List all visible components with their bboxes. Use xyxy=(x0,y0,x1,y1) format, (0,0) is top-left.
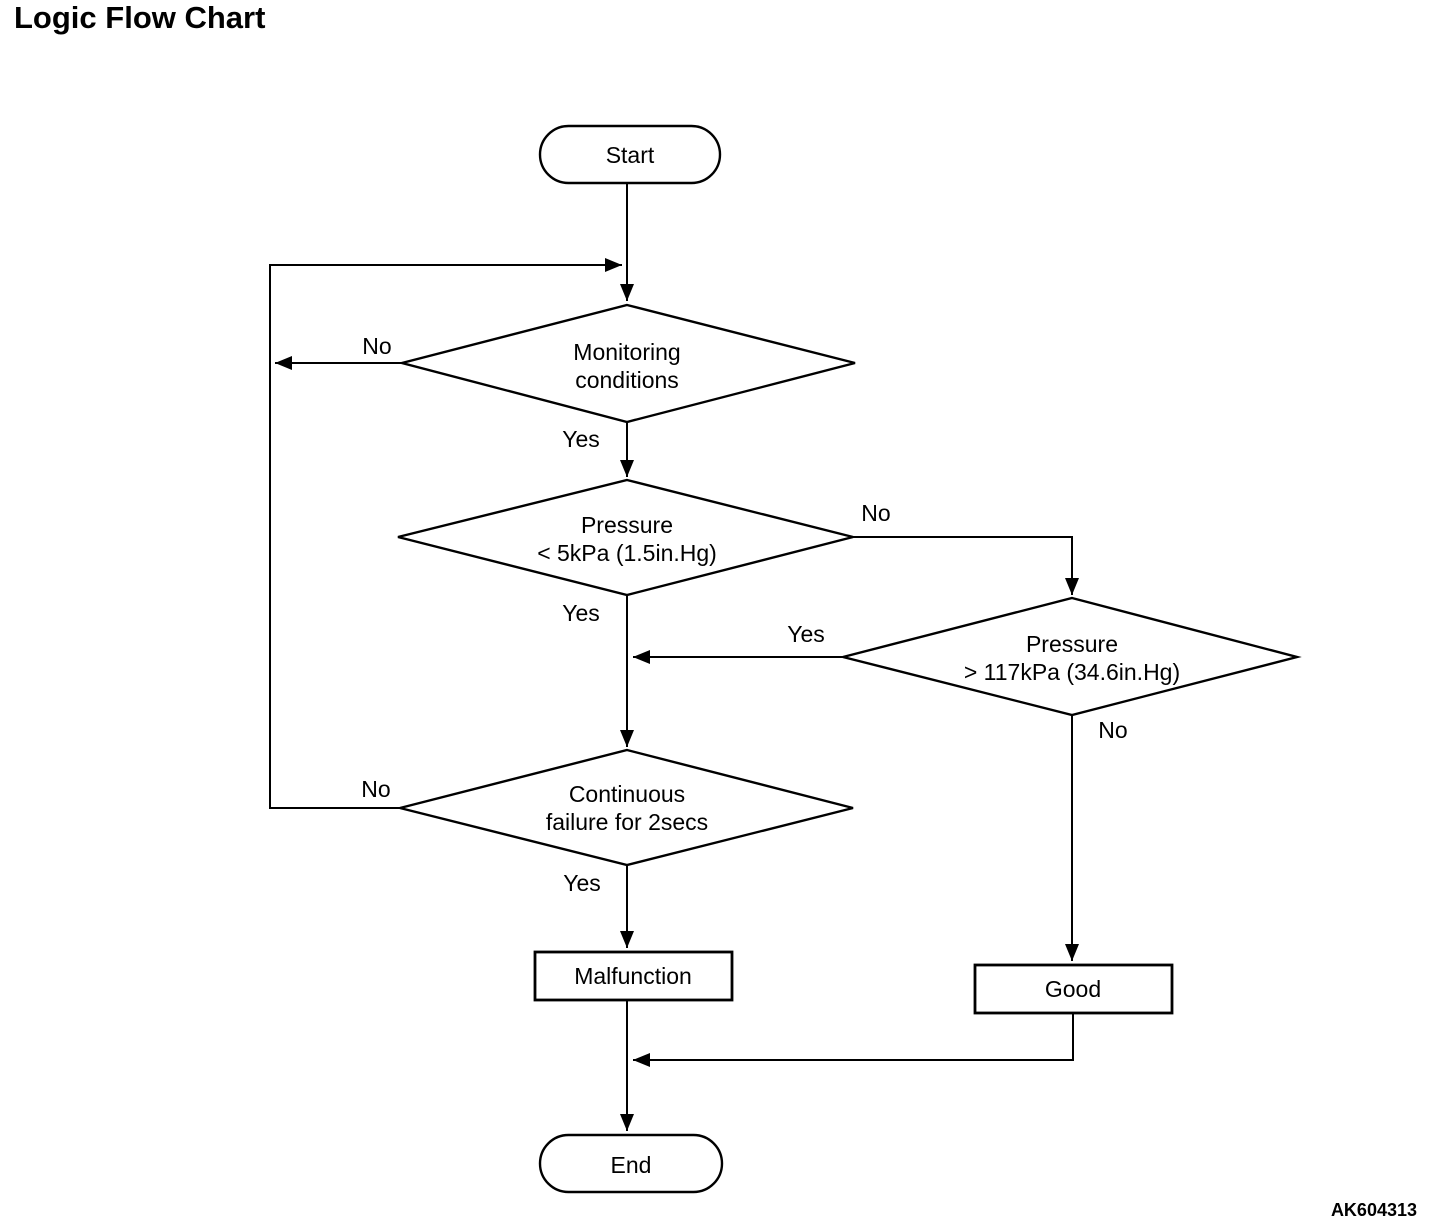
decision-monitoring-conditions-line2: conditions xyxy=(575,367,679,393)
edge-label-monitoring-yes: Yes xyxy=(562,426,600,452)
edge-label-pressure-high-yes: Yes xyxy=(787,621,825,647)
good-node-shape xyxy=(973,963,1174,1015)
good-node-label: Good xyxy=(1045,976,1101,1002)
decision-pressure-low-line1: Pressure xyxy=(581,512,673,538)
edge-label-pressure-low-no: No xyxy=(861,500,890,526)
edge-good-to-merge xyxy=(633,1013,1074,1067)
decision-pressure-high-shape xyxy=(842,596,1302,717)
malfunction-node-shape xyxy=(533,950,734,1002)
end-node-shape xyxy=(538,1133,724,1194)
end-node-label: End xyxy=(611,1152,652,1178)
decision-pressure-low-line2: < 5kPa (1.5in.Hg) xyxy=(537,540,717,566)
figure-code: AK604313 xyxy=(1330,1200,1417,1220)
malfunction-node: Malfunction xyxy=(533,950,734,1002)
start-node-shape xyxy=(538,124,722,185)
end-node: End xyxy=(538,1133,724,1194)
decision-continuous-failure-line1: Continuous xyxy=(569,781,685,807)
edge-label-continuous-failure-no: No xyxy=(361,776,390,802)
start-node: Start xyxy=(538,124,722,185)
decision-monitoring-conditions-shape xyxy=(397,303,856,424)
decision-continuous-failure-shape xyxy=(399,748,854,867)
edge-label-monitoring-no: No xyxy=(362,333,391,359)
decision-pressure-high: Pressure > 117kPa (34.6in.Hg) xyxy=(842,596,1302,717)
decision-pressure-low: Pressure < 5kPa (1.5in.Hg) xyxy=(397,478,854,597)
start-node-label: Start xyxy=(606,142,655,168)
decision-pressure-high-line1: Pressure xyxy=(1026,631,1118,657)
decision-pressure-low-shape xyxy=(397,478,854,597)
decision-monitoring-conditions-line1: Monitoring xyxy=(573,339,680,365)
edge-label-pressure-high-no: No xyxy=(1098,717,1127,743)
page-title: Logic Flow Chart xyxy=(14,0,266,35)
malfunction-node-label: Malfunction xyxy=(574,963,692,989)
decision-monitoring-conditions: Monitoring conditions xyxy=(397,303,856,424)
edge-loop-left-return xyxy=(269,258,622,809)
decision-continuous-failure: Continuous failure for 2secs xyxy=(399,748,854,867)
edge-pressure-low-no xyxy=(853,536,1079,595)
edge-label-pressure-low-yes: Yes xyxy=(562,600,600,626)
decision-pressure-high-line2: > 117kPa (34.6in.Hg) xyxy=(964,659,1180,685)
edge-label-continuous-failure-yes: Yes xyxy=(563,870,601,896)
good-node: Good xyxy=(973,963,1174,1015)
decision-continuous-failure-line2: failure for 2secs xyxy=(546,809,708,835)
